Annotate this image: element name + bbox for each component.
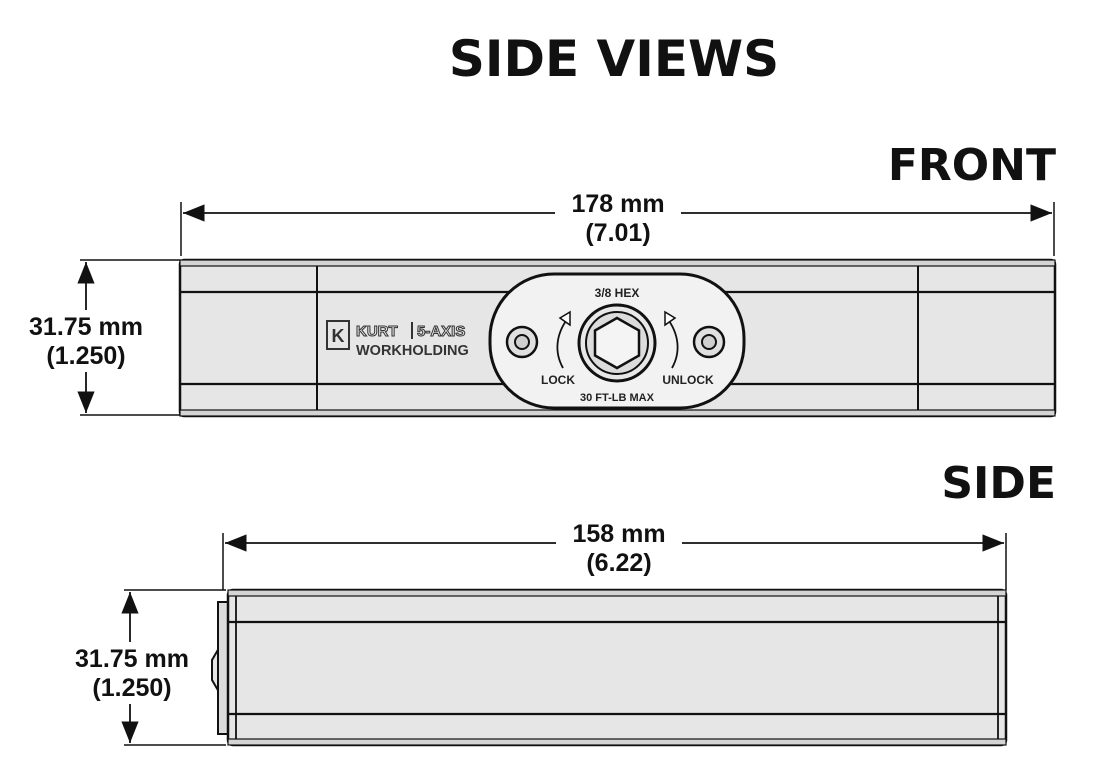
side-top-rail bbox=[227, 589, 1007, 597]
front-bottom-rail bbox=[179, 409, 1056, 417]
hex-socket bbox=[577, 303, 657, 383]
front-width-in: (7.01) bbox=[585, 219, 651, 247]
logo-product: 5-AXIS bbox=[417, 323, 465, 340]
page-title: SIDE VIEWS bbox=[448, 30, 780, 88]
kurt-logo: K KURT 5-AXIS WORKHOLDING bbox=[326, 320, 469, 359]
front-height-in: (1.250) bbox=[46, 342, 126, 370]
front-width-label: 178 mm (7.01) bbox=[555, 190, 681, 248]
hex-socket-shape bbox=[593, 316, 641, 370]
logo-sub: WORKHOLDING bbox=[356, 343, 469, 359]
front-height-mm: 31.75 mm bbox=[29, 313, 143, 341]
left-screw bbox=[505, 325, 539, 359]
unlock-label: UNLOCK bbox=[662, 373, 714, 387]
front-top-rail bbox=[179, 259, 1056, 267]
hex-label: 3/8 HEX bbox=[595, 286, 640, 300]
side-view-title: SIDE bbox=[941, 458, 1056, 509]
side-height-mm: 31.75 mm bbox=[75, 645, 189, 673]
side-width-in: (6.22) bbox=[586, 549, 652, 577]
torque-label: 30 FT-LB MAX bbox=[580, 392, 655, 404]
front-view-title: FRONT bbox=[887, 140, 1056, 191]
kurt-logo-mark bbox=[326, 320, 350, 350]
lock-arrow-icon bbox=[556, 310, 571, 369]
right-screw bbox=[692, 325, 726, 359]
front-width-mm: 178 mm bbox=[571, 190, 665, 218]
actuator-plate: 3/8 HEX 30 FT-LB MAX LOCK UNLOCK bbox=[488, 272, 746, 410]
side-view-body bbox=[211, 588, 1008, 747]
side-width-mm: 158 mm bbox=[572, 520, 666, 548]
logo-brand: KURT bbox=[356, 323, 398, 340]
kurt-logo-mark-letter: K bbox=[332, 326, 345, 346]
side-height-dimension bbox=[121, 589, 226, 746]
side-left-cap bbox=[217, 601, 229, 735]
lock-label: LOCK bbox=[541, 373, 575, 387]
front-height-label: 31.75 mm (1.250) bbox=[12, 313, 160, 371]
side-body-outline bbox=[226, 588, 1008, 747]
front-height-dimension bbox=[77, 259, 180, 416]
unlock-arrow-icon bbox=[664, 310, 679, 369]
side-width-label: 158 mm (6.22) bbox=[556, 520, 682, 578]
side-height-in: (1.250) bbox=[92, 674, 172, 702]
side-bottom-rail bbox=[227, 738, 1007, 746]
side-height-label: 31.75 mm (1.250) bbox=[58, 645, 206, 703]
